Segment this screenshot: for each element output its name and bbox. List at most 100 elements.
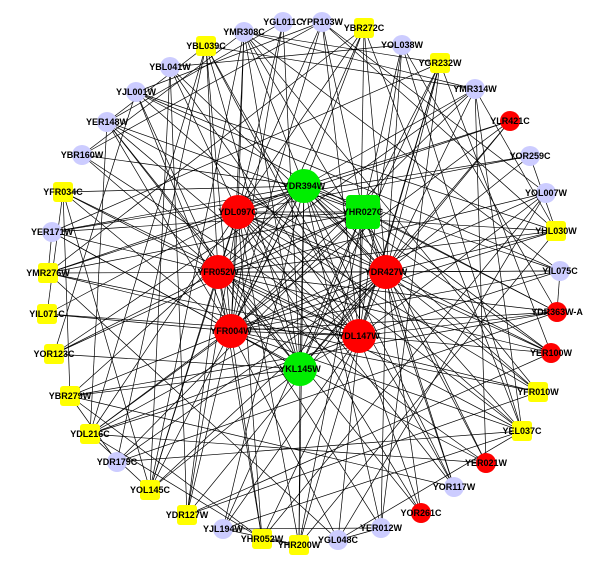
node-label: YDL147W <box>338 331 380 341</box>
node-label: YOR261C <box>400 508 442 518</box>
edge-YIL075C-YJL001W <box>135 91 561 272</box>
edge-YDL216C-YHR052W <box>89 433 263 540</box>
node-yor123c: YOR123C <box>33 344 75 364</box>
node-label: YBR279W <box>49 391 92 401</box>
node-shape-ymr276w <box>38 263 58 283</box>
node-shape-ydl147w <box>342 319 376 353</box>
node-ykl145w: YKL145W <box>279 352 321 386</box>
node-label: YDR427W <box>365 267 408 277</box>
node-ydr363w-a: YDR363W-A <box>531 302 583 322</box>
edge-YEL037C-YMR314W <box>474 88 523 432</box>
node-shape-yer021w <box>476 453 496 473</box>
edge-YDR427W-YOR261C <box>385 271 422 514</box>
edge-YDR427W-YOL145C <box>149 271 387 491</box>
node-shape-yjl001w <box>126 82 146 102</box>
edge-YBL039C-YMR314W <box>205 45 476 90</box>
edge-YDR427W-YGR232W <box>385 62 441 273</box>
edge-YKL145W-YOR123C <box>53 353 301 370</box>
node-yhr027c: YHR027C <box>343 195 384 229</box>
edge-YEL037C-YFR004W <box>230 330 523 432</box>
edge-YJL001W-YOR123C <box>53 91 137 355</box>
node-shape-ybr279w <box>60 386 80 406</box>
edge-YKL145W-YLR421C <box>299 120 511 370</box>
node-shape-ydr363w-a <box>547 302 567 322</box>
node-shape-ydr394w <box>287 169 321 203</box>
edge-YFR052W-YJL001W <box>135 91 219 273</box>
node-shape-ybl039c <box>196 36 216 56</box>
node-label: YER148W <box>86 117 129 127</box>
edge-YDR127W-YDR427W <box>186 271 387 516</box>
node-yel037c: YEL037C <box>502 421 542 441</box>
node-ylr421c: YLR421C <box>490 111 530 131</box>
node-yer148w: YER148W <box>86 112 129 132</box>
node-label: YFR034C <box>43 187 83 197</box>
node-yer012w: YER012W <box>360 518 403 538</box>
edge-YDR394W-YMR276W <box>47 185 305 274</box>
edge-YDR179C-YDR363W-A <box>116 311 558 463</box>
edge-YDL147W-YDR394W <box>303 185 360 337</box>
node-shape-ydr127w <box>177 505 197 525</box>
node-label: YDL097C <box>218 207 258 217</box>
node-label: YMR276W <box>26 268 70 278</box>
node-yor117w: YOR117W <box>433 477 476 497</box>
node-yol145c: YOL145C <box>130 480 171 500</box>
node-yfr010w: YFR010W <box>517 382 559 402</box>
node-ydr179c: YDR179C <box>97 452 138 472</box>
edge-YGR232W-YHR200W <box>298 62 441 546</box>
edge-YER171W-YGR232W <box>51 62 441 233</box>
node-ydl216c: YDL216C <box>70 424 110 444</box>
edge-YIL075C-YMR308C <box>243 31 561 272</box>
edge-YEL037C-YJL001W <box>135 91 523 432</box>
node-shape-ybl041w <box>160 57 180 77</box>
edge-YDL147W-YIL075C <box>358 270 561 337</box>
edge-YDL097C-YOR259C <box>237 155 531 213</box>
node-label: YDR394W <box>283 181 326 191</box>
edge-YDL147W-YDR363W-A <box>358 311 558 337</box>
edge-YDR127W-YFR010W <box>186 391 539 516</box>
node-label: YHR200W <box>278 540 321 550</box>
edge-YBR160W-YPR103W <box>81 21 323 156</box>
node-yfr052w: YFR052W <box>197 255 239 289</box>
edge-YDL097C-YLR421C <box>237 120 511 213</box>
edge-YDR427W-YER021W <box>385 271 487 464</box>
edge-YER100W-YGR232W <box>439 62 552 354</box>
node-shape-ykl145w <box>283 352 317 386</box>
edge-YDR394W-YMR314W <box>303 88 476 187</box>
node-label: YIL075C <box>542 266 578 276</box>
edge-YER100W-YHR027C <box>362 211 552 354</box>
edge-YER171W-YKL145W <box>51 231 301 370</box>
node-ydl147w: YDL147W <box>338 319 380 353</box>
node-yjl001w: YJL001W <box>116 82 157 102</box>
edge-YDL216C-YDR427W <box>89 271 387 435</box>
edge-YGR232W-YHR027C <box>362 62 441 213</box>
node-label: YFR004W <box>210 326 252 336</box>
edge-YHL030W-YMR314W <box>474 88 557 232</box>
edge-YHR027C-YHR200W <box>298 211 364 546</box>
node-ymr308c: YMR308C <box>223 22 265 42</box>
edge-YBL041W-YDR427W <box>169 66 387 273</box>
node-label: YGR232W <box>418 58 462 68</box>
edge-YDL097C-YIL071C <box>46 211 239 315</box>
node-yer171w: YER171W <box>31 222 74 242</box>
edge-YDR427W-YFR010W <box>385 271 539 393</box>
node-shape-yhr027c <box>346 195 380 229</box>
node-shape-yol145c <box>140 480 160 500</box>
edge-YDR127W-YFR052W <box>186 271 219 516</box>
node-label: YKL145W <box>279 364 321 374</box>
node-label: YGL048C <box>318 535 359 545</box>
node-shape-ylr421c <box>500 111 520 131</box>
edge-YDL147W-YMR276W <box>47 272 360 337</box>
edge-YFR034C-YFR052W <box>62 191 219 273</box>
edge-YBR279W-YKL145W <box>69 368 301 397</box>
edge-YFR034C-YOL145C <box>62 191 151 491</box>
edge-YDR394W-YER012W <box>303 185 382 529</box>
node-yfr004w: YFR004W <box>210 314 252 348</box>
node-ygl011c: YGL011C <box>263 12 303 32</box>
node-label: YHR052W <box>241 534 284 544</box>
node-shape-yol038w <box>392 35 412 55</box>
edge-YER012W-YGR232W <box>380 62 441 529</box>
node-ygl048c: YGL048C <box>318 530 359 550</box>
edge-YFR034C-YIL071C <box>46 191 64 315</box>
edge-YDR179C-YDR427W <box>116 271 387 463</box>
edge-YBR279W-YFR004W <box>69 330 232 397</box>
